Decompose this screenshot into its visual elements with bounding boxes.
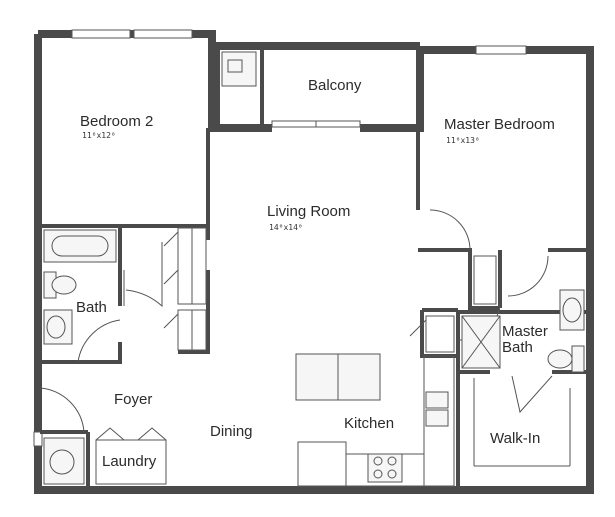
balcony-storage bbox=[221, 48, 264, 124]
balcony-sliding-door bbox=[271, 120, 361, 128]
living-room-label: Living Room bbox=[267, 203, 350, 220]
bedroom2-label: Bedroom 2 bbox=[80, 113, 153, 130]
bath-fixtures bbox=[43, 229, 117, 345]
master-bath-label-line1: Master bbox=[502, 323, 548, 340]
walk-in-label: Walk-In bbox=[490, 430, 540, 447]
master-bedroom-dims: 11⁰x13⁸ bbox=[446, 136, 480, 145]
master-bedroom-label: Master Bedroom bbox=[444, 116, 555, 133]
dining-label: Dining bbox=[210, 423, 253, 440]
door-swings bbox=[39, 209, 553, 433]
laundry-fixtures bbox=[43, 427, 167, 485]
closets bbox=[163, 227, 497, 353]
kitchen-label: Kitchen bbox=[344, 415, 394, 432]
walk-in-shelves bbox=[473, 378, 571, 467]
balcony-label: Balcony bbox=[308, 77, 362, 94]
living-room-dims: 14⁰x14⁰ bbox=[269, 223, 303, 232]
foyer-label: Foyer bbox=[114, 391, 152, 408]
master-bath-label-line2: Bath bbox=[502, 339, 533, 356]
laundry-label: Laundry bbox=[102, 453, 157, 470]
master-bath-fixtures bbox=[461, 289, 585, 373]
kitchen-fixtures bbox=[295, 353, 455, 487]
bedroom2-dims: 11⁶x12⁸ bbox=[82, 131, 116, 140]
bath-label: Bath bbox=[76, 299, 107, 316]
windows bbox=[33, 29, 527, 447]
